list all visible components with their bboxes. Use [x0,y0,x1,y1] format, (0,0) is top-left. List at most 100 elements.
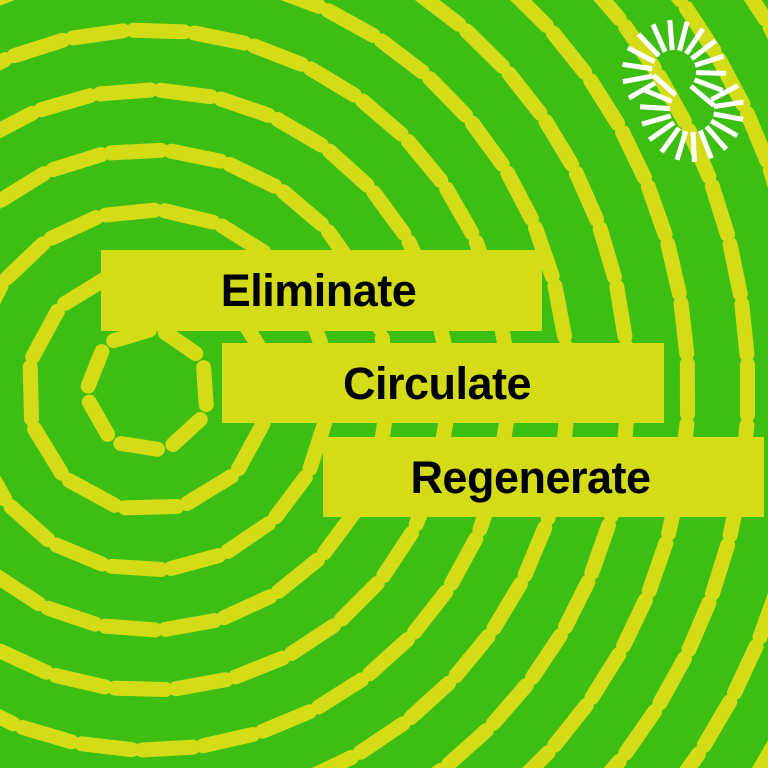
pattern-dash [179,468,239,511]
pattern-dash [213,91,276,123]
label-text-regenerate: Regenerate [410,451,651,503]
pattern-dash [681,595,717,657]
logo-ray [622,61,653,72]
label-text-eliminate: Eliminate [220,265,417,316]
pattern-dash [752,592,768,645]
pattern-dash [92,82,158,102]
pattern-dash [216,589,278,626]
pattern-dash [74,736,140,758]
logo-ray [709,118,739,138]
pattern-dash [186,25,252,51]
pattern-dash [501,66,548,121]
pattern-dash [615,124,652,186]
pattern-dash [525,628,568,685]
pattern-dash [0,475,13,507]
logo-ray [677,21,690,52]
pattern-dash [640,179,673,242]
pattern-dash [48,668,113,695]
pattern-dash [134,739,201,758]
pattern-dash [316,505,362,561]
pattern-dash [222,156,283,194]
logo-ray [651,73,678,98]
logo-ray [684,27,706,56]
pattern-dash [214,218,272,260]
pattern-dash [743,0,768,27]
pattern-dash [696,694,738,753]
logo-ray [643,87,673,104]
label-box-eliminate: Eliminate [101,250,542,331]
pattern-dash [739,106,768,168]
pattern-dash [322,143,375,193]
logo-ray [674,130,689,161]
pattern-dash [81,394,116,442]
pattern-dash [0,709,21,732]
label-text-circulate: Circulate [342,357,532,409]
pattern-dash [40,600,103,632]
label-box-regenerate: Regenerate [323,437,764,517]
logo-ray [627,80,657,101]
pattern-dash [527,220,560,284]
pattern-dash [311,749,359,768]
pattern-dash [157,325,204,362]
pattern-dash [584,517,616,581]
pattern-dash [439,181,480,241]
pattern-dash [660,236,687,301]
pattern-dash [228,650,290,685]
pattern-dash [196,360,214,413]
pattern-dash [722,236,748,302]
pattern-dash [464,115,510,172]
pattern-dash [355,93,409,142]
pattern-dash [302,414,333,476]
pattern-dash [652,651,692,711]
pattern-dash [485,677,534,731]
pattern-dash [246,38,309,72]
pattern-dash [609,279,633,344]
pattern-dash [641,535,674,599]
double-sunburst-logo [622,19,744,163]
pattern-dash [444,531,484,591]
pattern-dash [0,166,52,208]
pattern-dash [49,537,110,572]
logo-ray [713,111,744,122]
pattern-dash [0,105,40,139]
pattern-dash [593,0,627,27]
pattern-dash [27,421,70,481]
pattern-dash [165,412,208,453]
pattern-dash [0,643,54,680]
pattern-dash [107,680,174,697]
pattern-dash [414,0,467,32]
pattern-dash [61,473,123,513]
pattern-dash [106,322,157,349]
pattern-dash [157,613,222,637]
pattern-dash [163,548,227,577]
logo-ray [647,120,676,142]
logo-ray [659,126,682,154]
pattern-dash [113,436,165,457]
logo-ray [641,113,672,127]
pattern-dash [510,0,554,34]
pattern-dash [280,0,327,14]
pattern-dash [584,647,627,705]
pattern-dash [270,112,329,153]
pattern-dash [374,33,430,80]
pattern-dash [734,296,755,362]
pattern-dash [362,632,415,682]
pattern-dash [303,61,362,103]
pattern-dash [538,114,580,172]
pattern-dash [195,726,261,754]
pattern-dash [557,574,596,635]
logo-ray [693,77,724,93]
logo-ray [694,53,725,68]
logo-ray [639,104,671,112]
pattern-dash [255,704,317,739]
pattern-dash [163,143,228,169]
pattern-dash [500,165,539,226]
pattern-dash [583,73,626,131]
pattern-dash [0,236,51,286]
logo-ray [626,45,656,64]
logo-ray [695,70,727,76]
pattern-dash [618,704,663,761]
pattern-dash [448,628,496,684]
